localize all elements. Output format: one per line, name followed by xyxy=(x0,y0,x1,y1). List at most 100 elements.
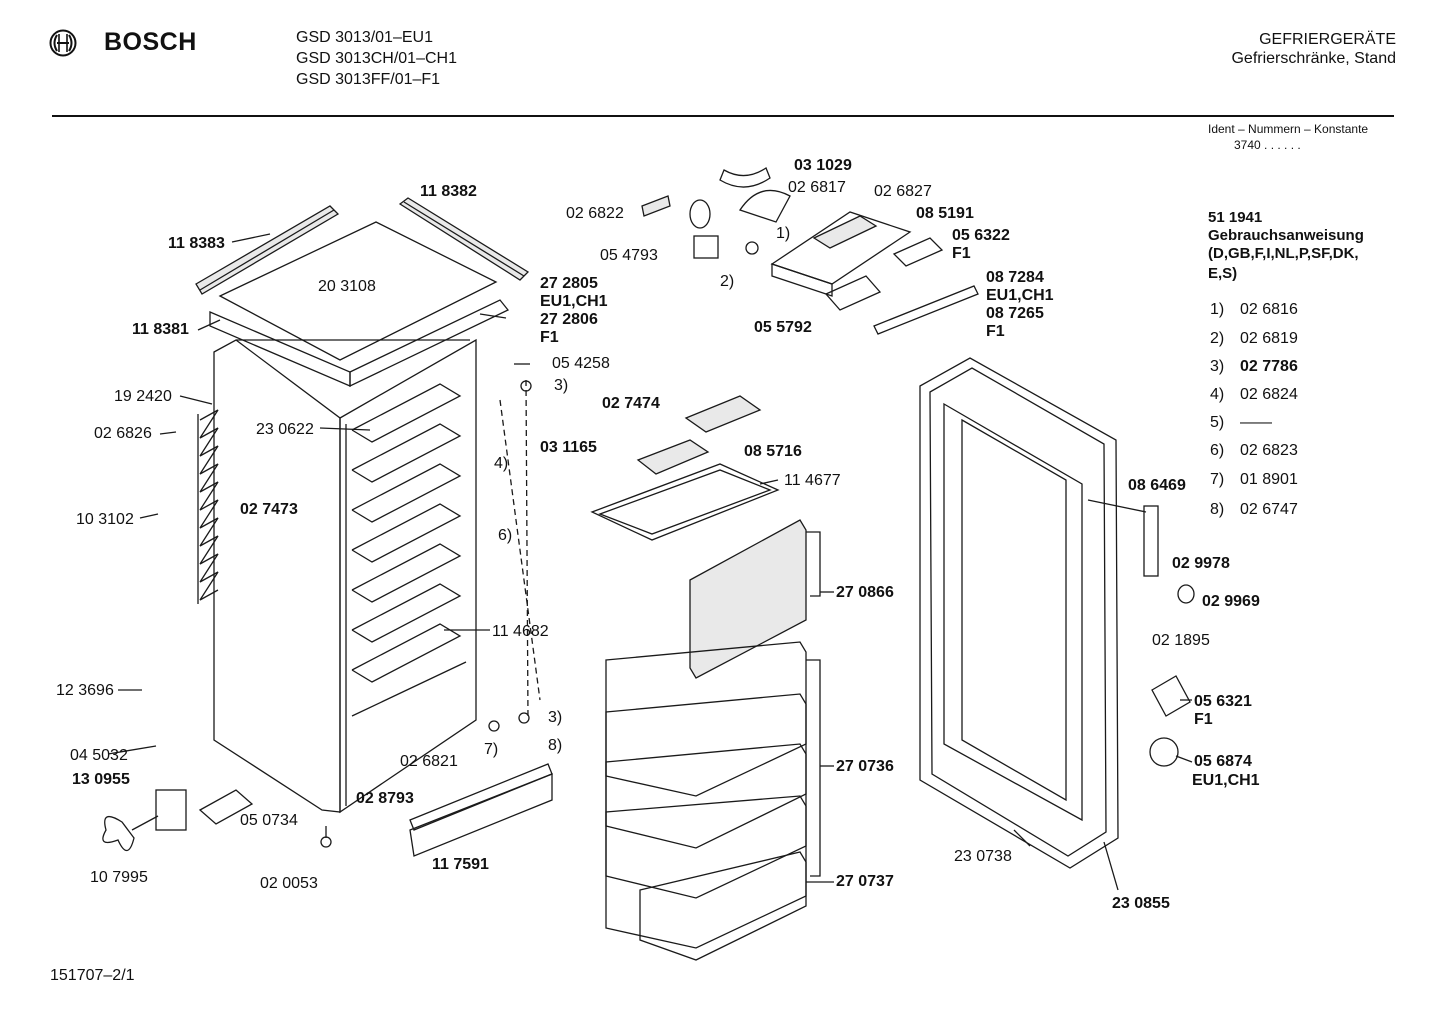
legend-key: 7) xyxy=(1210,471,1225,488)
part-026827: 02 6827 xyxy=(874,183,932,200)
model-line-3: GSD 3013FF/01–F1 xyxy=(296,71,441,88)
control-assembly xyxy=(641,167,979,335)
part-056322-variant: F1 xyxy=(952,245,971,262)
part-045032: 04 5032 xyxy=(70,747,128,764)
bottom-grille xyxy=(409,763,553,857)
manual-number: 51 1941 xyxy=(1208,209,1263,226)
legend-key: 3) xyxy=(1210,358,1225,375)
part-270737: 27 0737 xyxy=(836,873,894,890)
part-192420: 19 2420 xyxy=(114,388,172,405)
part-056321-variant: F1 xyxy=(1194,711,1213,728)
brand-name: BOSCH xyxy=(104,28,197,56)
part-203108: 20 3108 xyxy=(318,278,376,295)
category-title: GEFRIERGERÄTE xyxy=(1259,31,1396,48)
part-027473: 02 7473 xyxy=(240,501,298,518)
legend-value: 02 6823 xyxy=(1240,442,1298,459)
part-230622: 23 0622 xyxy=(256,421,314,438)
header-divider xyxy=(52,115,1394,117)
leader-lines xyxy=(107,233,1193,891)
part-087284: 08 7284 xyxy=(986,269,1044,286)
manual-languages-2: E,S) xyxy=(1208,265,1238,282)
ident-label: Ident – Nummern – Konstante xyxy=(1208,122,1369,136)
legend-value: 01 8901 xyxy=(1240,471,1298,488)
part-230855: 23 0855 xyxy=(1112,895,1170,912)
legend-value: 02 6816 xyxy=(1240,301,1298,318)
part-114677: 11 4677 xyxy=(784,472,841,489)
sheet-number: 151707–2/1 xyxy=(50,967,135,984)
part-230738: 23 0738 xyxy=(954,848,1012,865)
callout-3-bottom: 3) xyxy=(548,709,563,726)
part-026817: 02 6817 xyxy=(788,179,846,196)
legend-row: 7) 01 8901 xyxy=(1210,472,1298,488)
part-118383: 11 8383 xyxy=(168,235,225,252)
legend-row: 6) 02 6823 xyxy=(1210,443,1298,459)
part-118381: 11 8381 xyxy=(132,321,189,338)
part-086469: 08 6469 xyxy=(1128,477,1186,494)
part-054258: 05 4258 xyxy=(552,355,610,372)
legend-key: 6) xyxy=(1210,442,1225,459)
part-130955: 13 0955 xyxy=(72,771,130,788)
legend-key: 8) xyxy=(1210,501,1225,518)
callout-8: 8) xyxy=(548,737,563,754)
legend-value: —— xyxy=(1240,414,1272,431)
part-118382: 11 8382 xyxy=(420,183,477,200)
callout-7: 7) xyxy=(484,741,499,758)
part-050734: 05 0734 xyxy=(240,812,298,829)
part-031029: 03 1029 xyxy=(794,157,852,174)
condenser-coil xyxy=(197,409,219,604)
screw-parts xyxy=(320,380,532,848)
callout-1: 1) xyxy=(776,225,791,242)
part-028793: 02 8793 xyxy=(356,790,414,807)
callout-4: 4) xyxy=(494,455,509,472)
legend-key: 2) xyxy=(1210,330,1225,347)
part-056874: 05 6874 xyxy=(1194,753,1252,770)
legend-value: 02 6819 xyxy=(1240,330,1298,347)
ident-value: 3740 . . . . . . xyxy=(1234,138,1301,152)
part-272805: 27 2805 xyxy=(540,275,598,292)
part-087284-variant: EU1,CH1 xyxy=(986,287,1054,304)
top-rail-right xyxy=(398,197,530,281)
part-054793: 05 4793 xyxy=(600,247,658,264)
manual-title: Gebrauchsanweisung xyxy=(1208,227,1364,244)
part-029978: 02 9978 xyxy=(1172,555,1230,572)
legend-value: 02 6747 xyxy=(1240,501,1298,518)
part-085716: 08 5716 xyxy=(744,443,802,460)
legend-key: 1) xyxy=(1210,301,1225,318)
part-020053: 02 0053 xyxy=(260,875,318,892)
evaporator-shelves xyxy=(351,383,467,717)
part-272806: 27 2806 xyxy=(540,311,598,328)
part-029969: 02 9969 xyxy=(1202,593,1260,610)
part-027474: 02 7474 xyxy=(602,395,660,412)
part-272805-variant: EU1,CH1 xyxy=(540,293,608,310)
legend-value: 02 6824 xyxy=(1240,386,1298,403)
manual-languages-1: (D,GB,F,I,NL,P,SF,DK, xyxy=(1208,245,1359,262)
part-031165: 03 1165 xyxy=(540,439,597,456)
part-114682: 11 4682 xyxy=(492,623,549,640)
legend-value: 02 7786 xyxy=(1240,358,1298,375)
part-103102: 10 3102 xyxy=(76,511,134,528)
part-056874-variant: EU1,CH1 xyxy=(1192,772,1260,789)
part-270736: 27 0736 xyxy=(836,758,894,775)
drawers xyxy=(605,519,821,961)
fan-motor xyxy=(102,789,254,852)
glass-shelf xyxy=(590,395,780,541)
bosch-logo-icon xyxy=(48,28,78,58)
part-026822: 02 6822 xyxy=(566,205,624,222)
callout-2: 2) xyxy=(720,273,735,290)
model-line-2: GSD 3013CH/01–CH1 xyxy=(296,50,457,67)
category-subtitle: Gefrierschränke, Stand xyxy=(1231,50,1396,67)
legend-key: 5) xyxy=(1210,414,1225,431)
part-021895: 02 1895 xyxy=(1152,632,1210,649)
legend-row: 1) 02 6816 xyxy=(1210,302,1298,318)
part-117591: 11 7591 xyxy=(432,856,489,873)
door-fittings xyxy=(1143,505,1195,767)
legend-key: 4) xyxy=(1210,386,1225,403)
part-085191: 08 5191 xyxy=(916,205,974,222)
part-026821: 02 6821 xyxy=(400,753,458,770)
legend-row: 8) 02 6747 xyxy=(1210,502,1298,518)
part-123696: 12 3696 xyxy=(56,682,114,699)
part-026826: 02 6826 xyxy=(94,425,152,442)
callout-6: 6) xyxy=(498,527,513,544)
top-plate xyxy=(209,221,510,388)
